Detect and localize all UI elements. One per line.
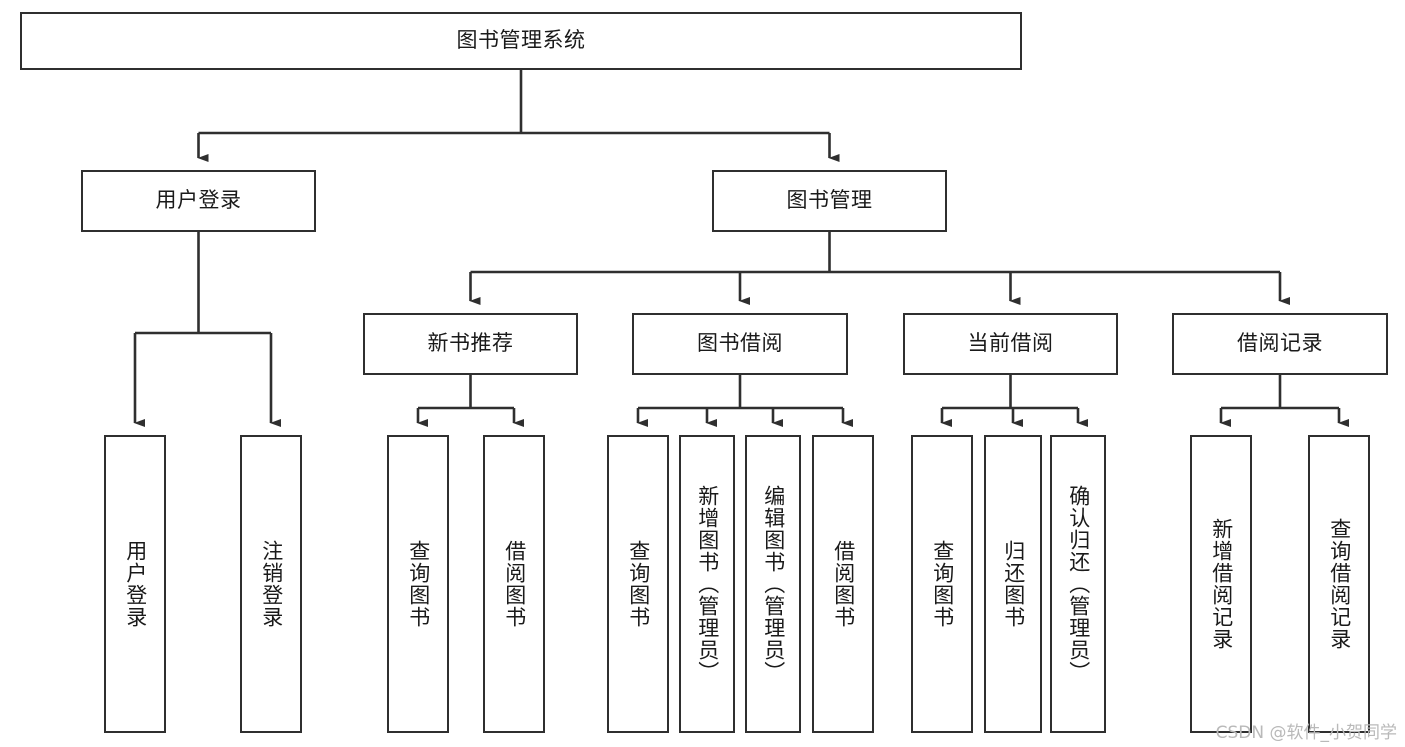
- node-box-leaf-user-logout[interactable]: 注销登录: [240, 435, 302, 733]
- node-label-leaf-user-logout: 注销登录: [259, 540, 284, 628]
- node-box-leaf-add-book[interactable]: 新增图书（管理员）: [679, 435, 735, 733]
- node-label-leaf-edit-book: 编辑图书（管理员）: [761, 485, 786, 683]
- node-label-leaf-add-book: 新增图书（管理员）: [695, 485, 720, 683]
- node-box-leaf-add-record[interactable]: 新增借阅记录: [1190, 435, 1252, 733]
- node-box-leaf-query-record[interactable]: 查询借阅记录: [1308, 435, 1370, 733]
- node-label-leaf-user-login: 用户登录: [123, 540, 148, 628]
- node-label-leaf-confirm-return: 确认归还（管理员）: [1066, 485, 1091, 683]
- node-label-leaf-borrow-book-2: 借阅图书: [831, 540, 856, 628]
- node-box-borrow-record[interactable]: 借阅记录: [1172, 313, 1388, 375]
- node-label-book-manage: 图书管理: [786, 188, 873, 213]
- node-label-root: 图书管理系统: [456, 28, 586, 53]
- node-box-root[interactable]: 图书管理系统: [20, 12, 1022, 70]
- node-label-leaf-add-record: 新增借阅记录: [1209, 518, 1234, 650]
- node-label-borrow-record: 借阅记录: [1237, 331, 1323, 356]
- node-box-current-borrow[interactable]: 当前借阅: [903, 313, 1118, 375]
- node-label-current-borrow: 当前借阅: [967, 331, 1054, 356]
- node-box-leaf-confirm-return[interactable]: 确认归还（管理员）: [1050, 435, 1106, 733]
- node-label-leaf-query-book-2: 查询图书: [626, 540, 651, 628]
- node-box-book-borrow[interactable]: 图书借阅: [632, 313, 848, 375]
- node-box-user-login[interactable]: 用户登录: [81, 170, 316, 232]
- node-label-leaf-return-book: 归还图书: [1001, 540, 1026, 628]
- node-box-new-book-rec[interactable]: 新书推荐: [363, 313, 578, 375]
- node-box-leaf-query-book-3[interactable]: 查询图书: [911, 435, 973, 733]
- node-label-leaf-query-book-3: 查询图书: [930, 540, 955, 628]
- node-box-leaf-user-login[interactable]: 用户登录: [104, 435, 166, 733]
- node-box-leaf-query-book-1[interactable]: 查询图书: [387, 435, 449, 733]
- node-label-leaf-query-record: 查询借阅记录: [1327, 518, 1352, 650]
- node-box-leaf-borrow-book-2[interactable]: 借阅图书: [812, 435, 874, 733]
- node-label-leaf-query-book-1: 查询图书: [406, 540, 431, 628]
- node-box-leaf-return-book[interactable]: 归还图书: [984, 435, 1042, 733]
- node-label-book-borrow: 图书借阅: [697, 331, 783, 356]
- node-box-leaf-edit-book[interactable]: 编辑图书（管理员）: [745, 435, 801, 733]
- node-box-leaf-borrow-book-1[interactable]: 借阅图书: [483, 435, 545, 733]
- node-label-leaf-borrow-book-1: 借阅图书: [502, 540, 527, 628]
- node-box-book-manage[interactable]: 图书管理: [712, 170, 947, 232]
- node-label-user-login: 用户登录: [155, 188, 242, 213]
- node-label-new-book-rec: 新书推荐: [427, 331, 514, 356]
- node-box-leaf-query-book-2[interactable]: 查询图书: [607, 435, 669, 733]
